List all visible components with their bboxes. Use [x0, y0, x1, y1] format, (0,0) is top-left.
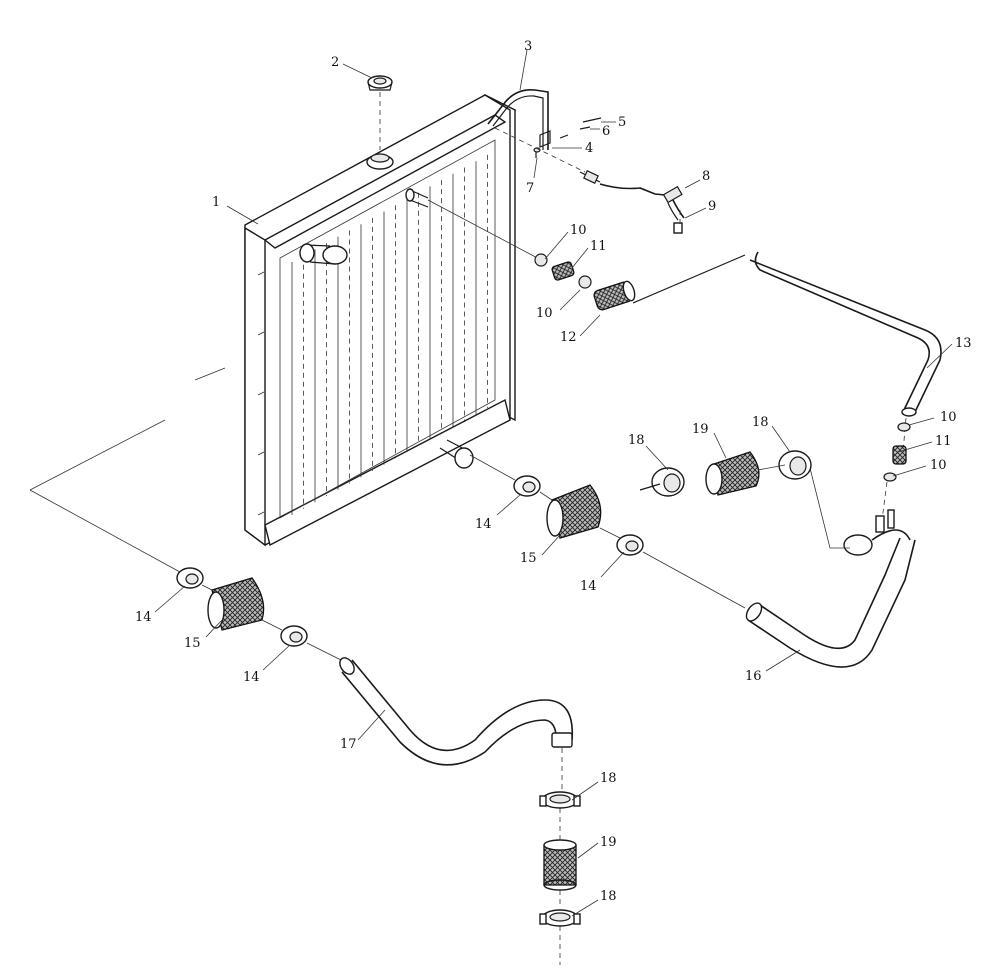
overflow-pipe [487, 88, 549, 150]
upper-outlet-pipe [299, 243, 348, 265]
callout-16: 16 [745, 669, 762, 684]
callout-14-upper-b: 14 [580, 579, 597, 594]
callout-19-bottom: 19 [600, 835, 617, 850]
bottom-clamp-sleeve-stack [539, 791, 581, 965]
callout-18-bottom-lower: 18 [600, 889, 617, 904]
clamp-14-left-upper [176, 567, 204, 589]
callout-11-upper: 11 [590, 239, 607, 254]
callout-8: 8 [702, 169, 710, 184]
callout-13: 13 [955, 336, 972, 351]
filler-neck [366, 153, 394, 170]
hose-17 [339, 657, 574, 790]
upper-hose-assembly [427, 199, 942, 521]
callout-14-left-b: 14 [243, 670, 260, 685]
callout-10-upper-a: 10 [570, 223, 587, 238]
callout-6: 6 [602, 124, 610, 139]
radiator [244, 93, 517, 547]
callout-18-bottom-upper: 18 [600, 771, 617, 786]
lower-hose-left-assembly [29, 367, 346, 663]
radiator-cap [367, 75, 393, 150]
callout-9: 9 [708, 199, 716, 214]
callout-labels: 1 2 3 4 5 6 7 8 9 10 10 10 10 11 11 12 1… [135, 39, 972, 904]
clamp-14-left-lower [280, 625, 308, 647]
clamp-18-right [778, 450, 812, 480]
clamp-14-lower [616, 534, 644, 556]
callout-14-left-a: 14 [135, 610, 152, 625]
callout-19-right: 19 [692, 422, 709, 437]
clamp-18-left [639, 467, 685, 497]
callout-15-upper: 15 [520, 551, 537, 566]
callout-18-right: 18 [752, 415, 769, 430]
callout-10-right-b: 10 [930, 458, 947, 473]
callout-10-right-a: 10 [940, 410, 957, 425]
hose-15-upper [546, 484, 602, 539]
callout-1: 1 [212, 195, 220, 210]
callout-2: 2 [331, 55, 339, 70]
callout-4: 4 [585, 141, 593, 156]
sleeve-19-right [705, 451, 760, 496]
lower-hose-right-assembly [469, 454, 746, 609]
lower-outlet-pipe [439, 439, 474, 469]
vent-pipe [405, 188, 429, 208]
clip-and-bolt-fittings [533, 117, 602, 158]
callout-10-upper-b: 10 [536, 306, 553, 321]
callout-7: 7 [526, 181, 534, 196]
clamp-14-upper [513, 475, 541, 497]
clamp-18-bottom-upper [539, 791, 581, 809]
callout-3: 3 [524, 39, 532, 54]
callout-11-right: 11 [935, 434, 952, 449]
callout-17: 17 [340, 737, 357, 752]
callout-12: 12 [560, 330, 577, 345]
drain-line [494, 127, 685, 234]
callout-14-upper-a: 14 [475, 517, 492, 532]
callout-18-left: 18 [628, 433, 645, 448]
callout-5: 5 [618, 115, 626, 130]
clamp-18-bottom-lower [539, 909, 581, 927]
callout-leaders [154, 49, 953, 917]
callout-15-left: 15 [184, 636, 201, 651]
hose-15-left [207, 577, 265, 631]
sleeve-19-bottom [543, 839, 577, 891]
hose-16-assembly [639, 450, 916, 668]
